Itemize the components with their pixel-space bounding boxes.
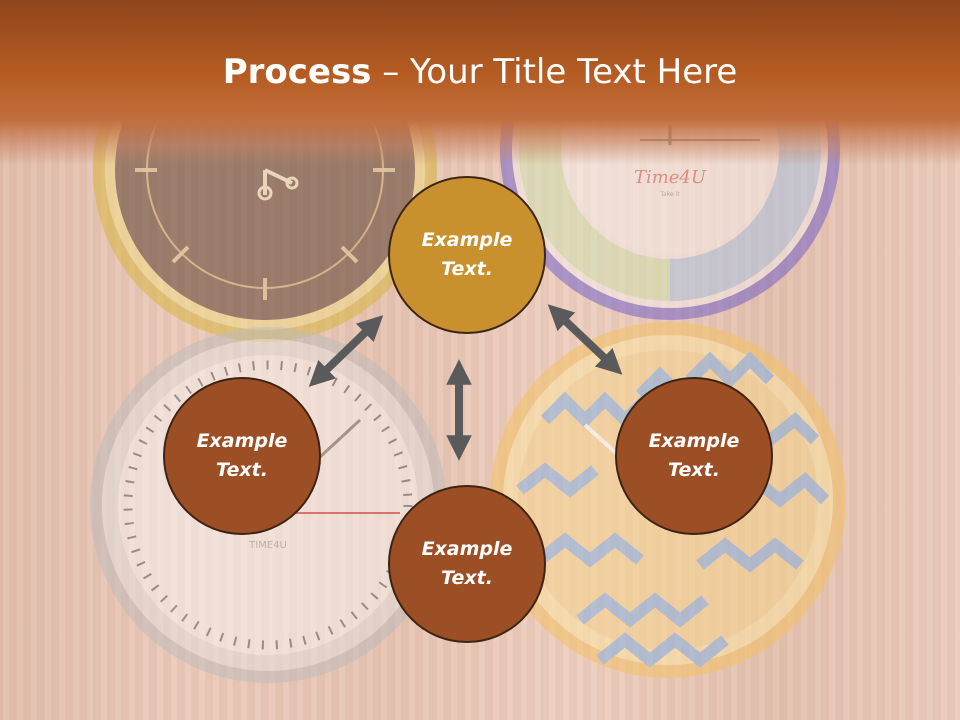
node-left: Example Text. [163, 377, 321, 535]
slide-title-rest: – Your Title Text Here [371, 52, 738, 92]
title-bar [0, 0, 960, 165]
arrow-top-right [547, 304, 623, 375]
slide-title-bold: Process [222, 52, 372, 92]
node-top: Example Text. [388, 176, 546, 334]
clock-tagline: Take it [659, 191, 680, 198]
node-right: Example Text. [615, 377, 773, 535]
node-bottom: Example Text. [388, 485, 546, 643]
node-left-label: Example Text. [196, 430, 288, 481]
node-right-label: Example Text. [648, 430, 740, 481]
arrow-top-left [308, 315, 384, 387]
clock-brand-script: Time4U [634, 167, 707, 188]
clock-brand: TIME4U [248, 540, 287, 551]
node-top-label: Example Text. [421, 229, 513, 280]
node-bottom-label: Example Text. [421, 538, 513, 589]
slide-title: Process – Your Title Text Here [0, 52, 960, 92]
